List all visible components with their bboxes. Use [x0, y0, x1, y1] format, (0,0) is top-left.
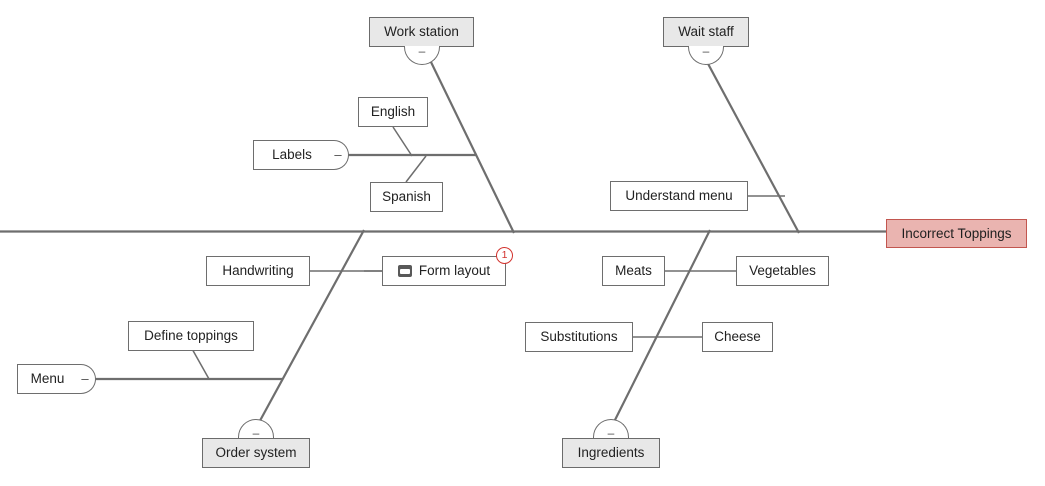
category-box-order-system[interactable]: Order system: [202, 438, 310, 468]
collapse-minus-icon: –: [702, 44, 710, 58]
collapse-handle-work-station[interactable]: –: [404, 44, 440, 65]
collapse-handle-ingredients[interactable]: –: [593, 419, 629, 440]
cause-label-define-toppings: Define toppings: [144, 328, 238, 344]
note-icon: [397, 265, 412, 277]
cause-label-handwriting: Handwriting: [222, 263, 294, 279]
subspine-box-labels[interactable]: Labels: [253, 140, 331, 170]
collapse-handle-labels[interactable]: –: [330, 140, 349, 170]
cause-box-define-toppings[interactable]: Define toppings: [128, 321, 254, 351]
cause-box-substitutions[interactable]: Substitutions: [525, 322, 633, 352]
cause-box-spanish[interactable]: Spanish: [370, 182, 443, 212]
cause-label-english: English: [370, 104, 416, 120]
subspine-label-menu: Menu: [30, 371, 65, 387]
cause-box-understand-menu[interactable]: Understand menu: [610, 181, 748, 211]
connector-english: [392, 126, 413, 157]
comment-count-badge[interactable]: 1: [496, 247, 513, 264]
collapse-handle-menu[interactable]: –: [77, 364, 96, 394]
category-label-ingredients: Ingredients: [577, 445, 645, 461]
collapse-minus-icon: –: [607, 426, 615, 440]
category-box-ingredients[interactable]: Ingredients: [562, 438, 660, 468]
collapse-minus-icon: –: [334, 146, 342, 162]
collapse-minus-icon: –: [81, 370, 89, 386]
effect-box[interactable]: Incorrect Toppings: [886, 219, 1027, 248]
cause-label-substitutions: Substitutions: [540, 329, 618, 345]
cause-label-cheese: Cheese: [714, 329, 761, 345]
collapse-minus-icon: –: [418, 44, 426, 58]
collapse-minus-icon: –: [252, 426, 260, 440]
cause-box-cheese[interactable]: Cheese: [702, 322, 773, 352]
connector-define-toppings: [190, 346, 210, 380]
category-box-wait-staff[interactable]: Wait staff: [663, 17, 749, 47]
connector-spanish: [405, 155, 427, 183]
cause-box-meats[interactable]: Meats: [602, 256, 665, 286]
collapse-handle-order-system[interactable]: –: [238, 419, 274, 440]
cause-box-handwriting[interactable]: Handwriting: [206, 256, 310, 286]
cause-label-vegetables: Vegetables: [749, 263, 816, 279]
collapse-handle-wait-staff[interactable]: –: [688, 44, 724, 65]
cause-box-form-layout[interactable]: Form layout: [382, 256, 506, 286]
category-label-wait-staff: Wait staff: [678, 24, 734, 40]
effect-label: Incorrect Toppings: [901, 225, 1012, 241]
category-box-work-station[interactable]: Work station: [369, 17, 474, 47]
cause-label-understand-menu: Understand menu: [625, 188, 733, 204]
cause-label-form-layout: Form layout: [418, 263, 491, 279]
cause-label-spanish: Spanish: [382, 189, 431, 205]
cause-box-english[interactable]: English: [358, 97, 428, 127]
category-label-order-system: Order system: [215, 445, 297, 461]
category-label-work-station: Work station: [384, 24, 459, 40]
comment-count-value: 1: [501, 249, 508, 262]
cause-label-meats: Meats: [615, 263, 652, 279]
cause-box-vegetables[interactable]: Vegetables: [736, 256, 829, 286]
subspine-label-labels: Labels: [272, 147, 312, 163]
subspine-box-menu[interactable]: Menu: [17, 364, 78, 394]
